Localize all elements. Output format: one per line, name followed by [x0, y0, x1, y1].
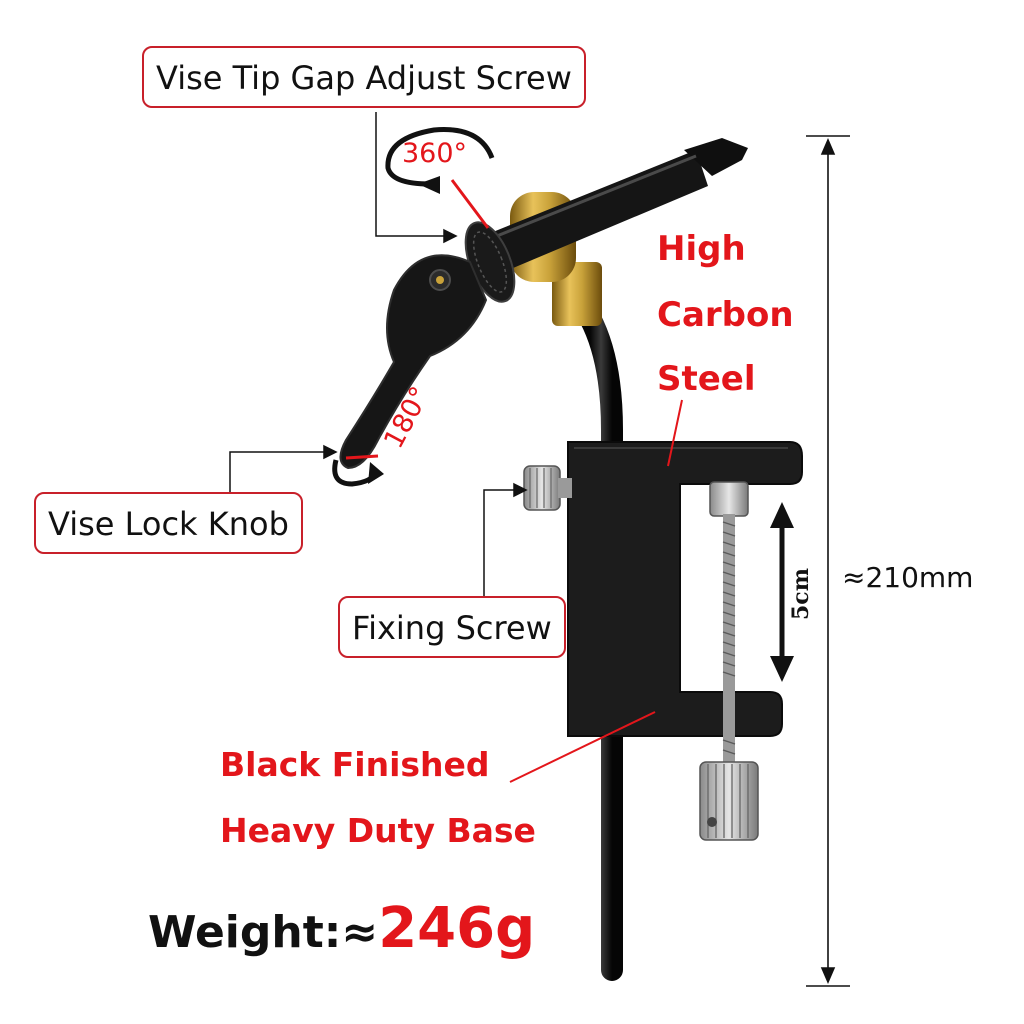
stem-rod	[579, 307, 623, 981]
leader-lines	[229, 112, 528, 600]
callout-fixing-screw: Fixing Screw	[338, 596, 566, 658]
callout-tip-gap-adjust-screw: Vise Tip Gap Adjust Screw	[142, 46, 586, 108]
vise-jaw-barrel	[478, 138, 748, 276]
weight-readout: Weight:≈246g	[148, 896, 535, 961]
lock-knob-lever	[339, 254, 488, 470]
clamp-screw	[699, 481, 759, 841]
base-label-line2: Heavy Duty Base	[220, 811, 536, 850]
height-label: ≈210mm	[842, 561, 974, 594]
material-pointers	[509, 399, 683, 783]
material-label-line1: High	[657, 229, 746, 269]
clamp-opening-label: 5cm	[788, 568, 814, 620]
fixing-screw-knob	[523, 465, 572, 511]
c-clamp-base	[567, 441, 803, 737]
rotation-360-label: 360°	[402, 138, 468, 169]
base-label-line1: Black Finished	[220, 745, 490, 784]
clamp-dimension	[770, 502, 794, 682]
material-label-line2: Carbon	[657, 295, 794, 335]
rotation-arc-180	[332, 454, 384, 487]
callout-vise-lock-knob: Vise Lock Knob	[34, 492, 303, 554]
rotation-arc-360	[385, 127, 495, 229]
weight-value: 246g	[378, 896, 536, 961]
weight-label: Weight:≈	[148, 907, 379, 958]
material-label-line3: Steel	[657, 359, 756, 399]
height-dimension	[806, 135, 850, 987]
